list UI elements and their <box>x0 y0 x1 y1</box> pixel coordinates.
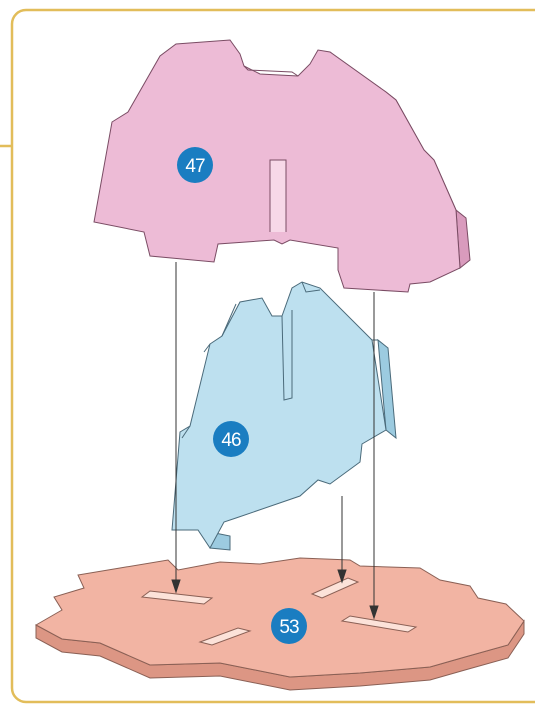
part-47-label: 47 <box>185 156 205 177</box>
part-47-top: 47 <box>94 40 470 292</box>
part-46-face <box>172 282 386 548</box>
part-47-slot <box>270 160 286 232</box>
part-53-base: 53 <box>36 558 524 690</box>
part-46-label: 46 <box>221 430 241 451</box>
part-53-label: 53 <box>279 617 299 638</box>
part-46-middle: 46 <box>172 282 396 550</box>
